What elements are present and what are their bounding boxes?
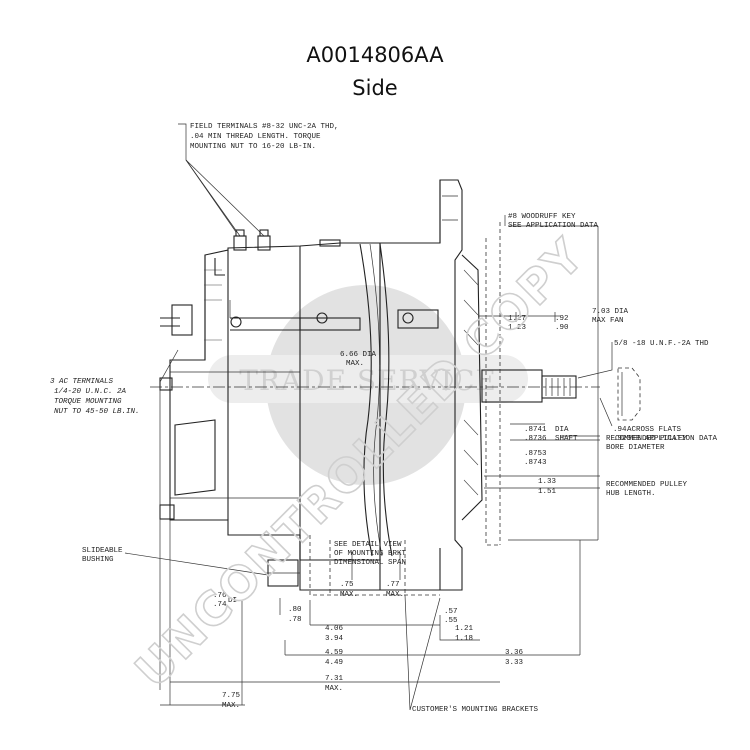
dim-8741-lower: .8736 [524,435,547,443]
dim-94-upper: .94 [613,426,627,434]
pulley-bore-note: RECOMMENDED PULLEY BORE DIAMETER [606,435,688,452]
shaft-thread-note: 5/8 -18 U.N.F.-2A THD [614,340,709,348]
dim-75-upper: .75 [340,581,354,589]
body-dia-line-2: MAX. [346,360,364,368]
dim-76-lower: .74 [213,601,227,609]
dim-459-lower: 4.49 [325,659,343,667]
dim-336-upper: 3.36 [505,649,524,657]
dim-121-lower: 1.18 [455,635,473,643]
max-fan-line-1: 7.03 DIA [592,308,629,316]
field-terminals-line-1: FIELD TERMINALS #8-32 UNC-2A THD, [190,123,339,131]
part-number-title: A0014806AA [306,43,444,67]
dim-94-lower: .92 [613,435,627,443]
dim-121-upper: 1.21 [455,625,474,633]
pulley-hub-line-2: HUB LENGTH. [606,490,656,498]
dim-92-lower: .90 [555,324,569,332]
dim-731-lower: MAX. [325,685,343,693]
across-flats-note: ACROSS FLATS SEE APPLICATION DATA [627,426,718,443]
woodruff-line-1: #8 WOODRUFF KEY [508,213,576,221]
dim-77-lower: MAX. [386,591,404,599]
detail-view-line-1: SEE DETAIL VIEW [334,541,402,549]
dim-336-lower: 3.33 [505,659,524,667]
slideable-line-2: BUSHING [82,556,114,564]
max-fan-line-2: MAX FAN [592,317,624,325]
dim-127-lower: 1.23 [508,324,527,332]
dim-8753-lower: .8743 [524,459,547,467]
ac-terminals-line-2: 1/4-20 U.N.C. 2A [54,388,127,396]
trade-service-text: TRADE SERVICE [239,364,497,397]
dim-775-lower: MAX. [222,702,240,710]
leader-lines [124,123,506,711]
ac-terminals-note: 3 AC TERMINALS 1/4-20 U.N.C. 2A TORQUE M… [50,378,140,416]
dim-57-lower: .55 [444,617,458,625]
field-terminals-note: FIELD TERMINALS #8-32 UNC-2A THD, .04 MI… [190,123,339,151]
dim-76-upper: .76 [213,592,227,600]
dim-80-lower: .78 [288,616,302,624]
dim-76-tail: DI [228,597,237,605]
alternator-body [150,179,641,596]
dim-731-upper: 7.31 [325,675,344,683]
woodruff-key-note: #8 WOODRUFF KEY SEE APPLICATION DATA [508,213,599,230]
field-terminals-line-3: MOUNTING NUT TO 16-20 LB-IN. [190,143,316,151]
dim-775-upper: 7.75 [222,692,241,700]
dim-80-upper: .80 [288,606,302,614]
slideable-line-1: SLIDEABLE [82,547,123,555]
dim-127-upper: 1.27 [508,315,526,323]
pulley-hub-line-1: RECOMMENDED PULLEY [606,481,688,489]
body-dia-line-1: 6.66 DIA [340,351,377,359]
detail-view-line-2: OF MOUNTING BRKT [334,550,407,558]
dim-459-upper: 4.59 [325,649,343,657]
body-dia-label: 6.66 DIA MAX. [340,351,377,368]
pulley-hub-note: RECOMMENDED PULLEY HUB LENGTH. [606,481,688,498]
dim-8741-upper: .8741 [524,426,547,434]
dimension-lines [159,225,613,706]
woodruff-line-2: SEE APPLICATION DATA [508,222,599,230]
dimension-values: 1.27 1.23 .92 .90 .8741 .8736 .8753 .874… [213,315,627,710]
shaft-dia-label: DIA SHAFT [555,426,578,443]
dim-133-upper: 1.33 [538,478,557,486]
pulley-bore-line-2: BORE DIAMETER [606,444,665,452]
dim-133-lower: 1.51 [538,488,557,496]
max-fan-note: 7.03 DIA MAX FAN [592,308,629,325]
view-title: Side [352,76,398,100]
dim-406-lower: 3.94 [325,635,344,643]
pulley-bore-line-1: RECOMMENDED PULLEY [606,435,688,443]
dim-8753-upper: .8753 [524,450,547,458]
dim-406-upper: 4.06 [325,625,344,633]
trade-service-watermark: TRADE SERVICE [208,285,528,485]
ac-terminals-line-1: 3 AC TERMINALS [50,378,114,386]
dim-75-lower: MAX. [340,591,358,599]
ac-terminals-line-4: NUT TO 45-50 LB.IN. [54,408,140,416]
across-flats-line-1: ACROSS FLATS [627,426,682,434]
shaft-dia-line-2: SHAFT [555,435,578,443]
ac-terminals-line-3: TORQUE MOUNTING [54,398,122,406]
field-terminals-line-2: .04 MIN THREAD LENGTH. TORQUE [190,133,321,141]
detail-view-note: SEE DETAIL VIEW OF MOUNTING BRKT DIMENSI… [334,541,407,567]
detail-view-line-3: DIMENSIONAL SPAN [334,559,406,567]
dim-92-upper: .92 [555,315,569,323]
shaft-dia-line-1: DIA [555,426,569,434]
across-flats-line-2: SEE APPLICATION DATA [627,435,718,443]
customer-brackets-note: CUSTOMER'S MOUNTING BRACKETS [412,706,539,714]
dim-77-upper: .77 [386,581,400,589]
slideable-bushing-note: SLIDEABLE BUSHING [82,547,123,564]
dim-57-upper: .57 [444,608,458,616]
